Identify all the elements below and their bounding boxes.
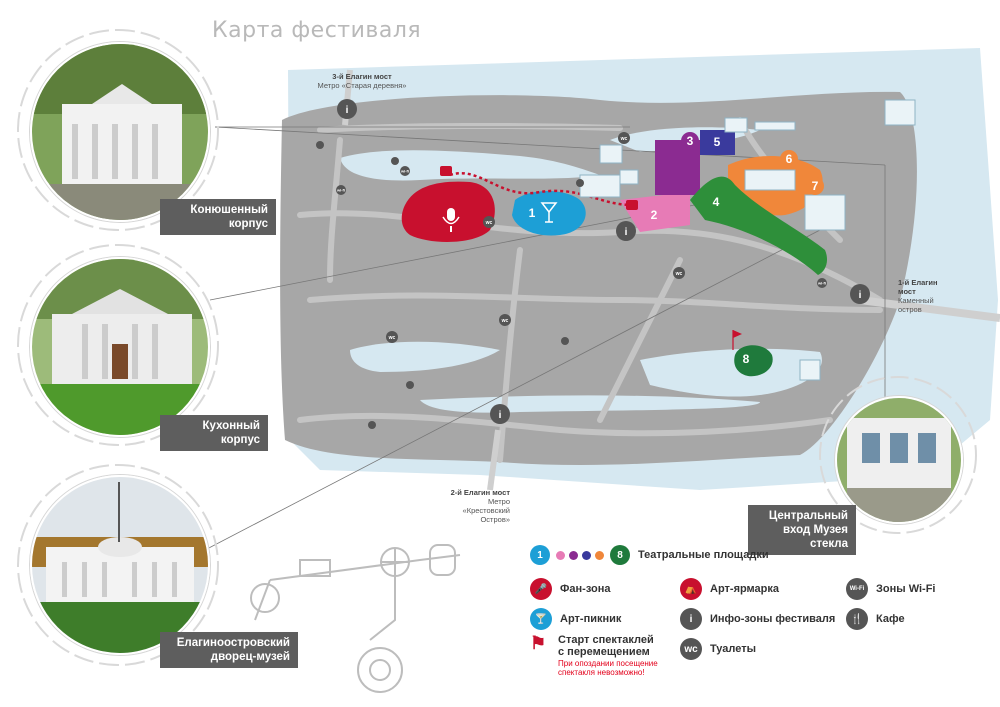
svg-text:3: 3 xyxy=(687,134,694,148)
flag-icon xyxy=(732,330,742,350)
bridge-east xyxy=(859,296,1000,322)
venue-5-area xyxy=(700,130,735,155)
info-icon: i xyxy=(680,608,702,630)
photo-stable-building xyxy=(30,42,210,222)
wifi-icon: Wi-Fi xyxy=(846,578,868,600)
fair-icon: ⛺ xyxy=(680,578,702,600)
info-pins: i i i i xyxy=(337,99,870,424)
venue-marker-5[interactable]: 5 xyxy=(714,135,721,149)
wifi-pin: wi-fi xyxy=(817,278,827,288)
svg-text:i: i xyxy=(625,227,628,238)
label-bridge-1: 1-й Елагин мост Каменный остров xyxy=(898,278,938,314)
fair-pins xyxy=(440,166,638,210)
venue-marker-4[interactable]: 4 xyxy=(707,193,725,211)
svg-text:wc: wc xyxy=(485,220,493,226)
legend-fan-zone: 🎤Фан-зона xyxy=(530,578,611,600)
cocktail-icon: 🍸 xyxy=(530,608,552,630)
wc-pins: wc wc wc wc wc xyxy=(386,132,685,343)
svg-text:6: 6 xyxy=(786,152,793,166)
svg-text:wc: wc xyxy=(388,335,396,341)
wc-pin: wc xyxy=(499,314,511,326)
venue-marker-6[interactable]: 6 xyxy=(780,150,798,168)
wc-pin: wc xyxy=(618,132,630,144)
label-bridge-2: 2-й Елагин мост Метро «Крестовский Остро… xyxy=(450,488,510,524)
bridge-south xyxy=(487,429,501,491)
svg-text:wi-fi: wi-fi xyxy=(336,188,345,193)
wc-icon: wc xyxy=(680,638,702,660)
info-pin-north[interactable]: i xyxy=(337,99,357,119)
legend-theatre-venues: 1 8 Театральные площадки xyxy=(530,545,769,565)
svg-text:8: 8 xyxy=(743,352,750,366)
walking-route xyxy=(449,172,633,207)
wifi-pin: wi-fi xyxy=(400,166,410,176)
venue-marker-8[interactable]: 8 xyxy=(743,352,750,366)
page-title: Карта фестиваля xyxy=(212,18,422,43)
wifi-pins: wi-fi wi-fi wi-fi xyxy=(336,166,827,288)
microphone-icon: 🎤 xyxy=(530,578,552,600)
legend-walk-start: ⚑ Старт спектаклей с перемещением xyxy=(530,633,654,658)
svg-text:5: 5 xyxy=(714,135,721,149)
photo-kitchen-building xyxy=(30,257,210,437)
cafe-icon: 🍴 xyxy=(846,608,868,630)
venue-marker-2[interactable]: 2 xyxy=(645,206,663,224)
venue-markers: 1 2 3 4 5 6 7 8 xyxy=(529,132,824,366)
microphone-icon xyxy=(442,208,460,232)
svg-text:i: i xyxy=(859,290,862,301)
photo-connectors xyxy=(204,126,886,551)
svg-text:2: 2 xyxy=(651,208,658,222)
lake-south xyxy=(640,348,822,397)
photo-decor-arcs xyxy=(17,29,977,666)
svg-text:4: 4 xyxy=(713,195,720,209)
lake-southwest xyxy=(350,341,500,372)
svg-text:i: i xyxy=(346,105,349,116)
map-legend: 1 8 Театральные площадки 🎤Фан-зона ⛺Арт-… xyxy=(530,540,970,700)
venue-marker-3[interactable]: 3 xyxy=(681,132,699,150)
label-bridge-3: 3-й Елагин мост Метро «Старая деревня» xyxy=(317,72,407,90)
venue-3-area xyxy=(655,140,700,195)
cafe-pins xyxy=(316,141,584,429)
cocktail-icon xyxy=(540,202,558,223)
late-warning: При опоздании посещение спектакля невозм… xyxy=(558,659,658,677)
svg-text:1: 1 xyxy=(529,206,536,220)
info-pin-center[interactable]: i xyxy=(616,221,636,241)
info-pin-east[interactable]: i xyxy=(850,284,870,304)
legend-art-fair: ⛺Арт-ярмарка xyxy=(680,578,779,600)
svg-text:i: i xyxy=(499,410,502,421)
svg-text:7: 7 xyxy=(812,179,819,193)
svg-text:wi-fi: wi-fi xyxy=(817,281,826,286)
wc-pin: wc xyxy=(483,216,495,228)
venue-8-area xyxy=(734,345,773,377)
legend-cafe: 🍴Кафе xyxy=(846,608,905,630)
buildings xyxy=(579,99,916,381)
wc-pin: wc xyxy=(673,267,685,279)
wifi-pin: wi-fi xyxy=(336,185,346,195)
photo-elagin-palace xyxy=(30,475,210,655)
wc-pin: wc xyxy=(386,331,398,343)
svg-text:wc: wc xyxy=(501,318,509,324)
venue-marker-1[interactable]: 1 xyxy=(529,206,536,220)
info-pin-south[interactable]: i xyxy=(490,404,510,424)
svg-text:wc: wc xyxy=(620,136,628,142)
svg-text:wc: wc xyxy=(675,271,683,277)
pipe-illustration xyxy=(250,544,461,693)
legend-art-picnic: 🍸Арт-пикник xyxy=(530,608,621,630)
svg-text:wi-fi: wi-fi xyxy=(400,169,409,174)
flag-icon: ⚑ xyxy=(530,633,547,653)
venue-marker-7[interactable]: 7 xyxy=(806,177,824,195)
